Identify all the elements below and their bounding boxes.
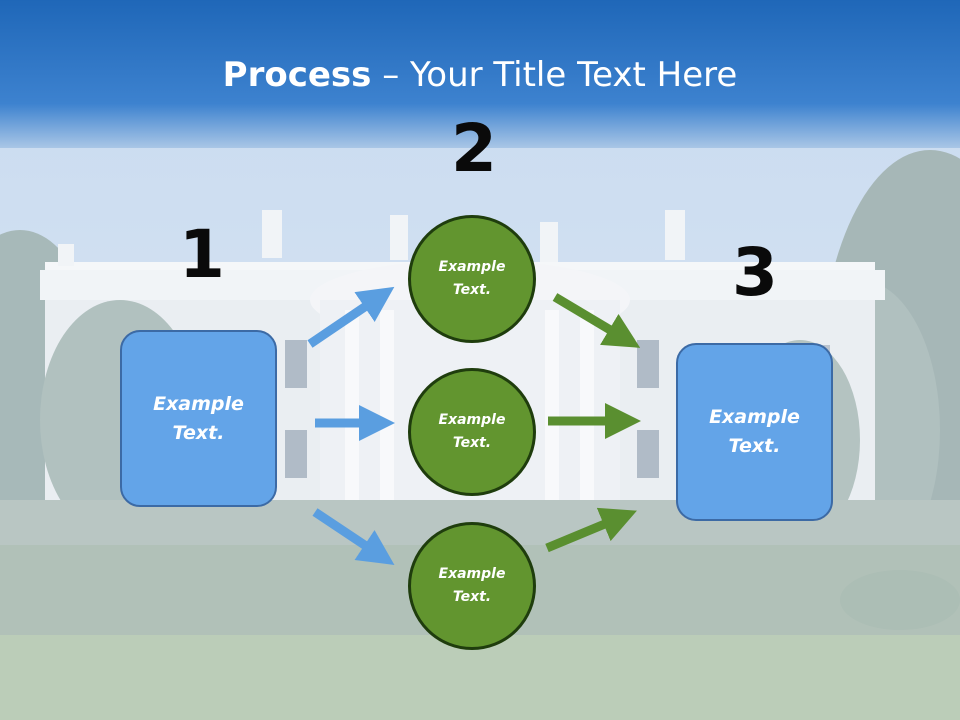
circle-top-text: Example Text. <box>438 259 506 298</box>
circle-bottom-text: Example Text. <box>438 566 506 605</box>
circle-middle-text: Example Text. <box>438 412 506 451</box>
title-bold: Process <box>222 55 372 95</box>
circle-middle: Example Text. <box>408 368 536 496</box>
title-rest: Your Title Text Here <box>410 55 738 95</box>
step-number-3: 3 <box>732 234 778 311</box>
arrow-box-to-circle-top <box>307 286 395 348</box>
arrow-circle-top-to-box <box>552 293 641 348</box>
slide-title: Process – Your Title Text Here <box>0 52 960 98</box>
circle-top: Example Text. <box>408 215 536 343</box>
right-box-text: Example Text. <box>709 406 800 457</box>
circle-bottom: Example Text. <box>408 522 536 650</box>
left-text-box: Example Text. <box>120 330 277 507</box>
left-box-text: Example Text. <box>153 392 244 444</box>
arrow-box-to-circle-bottom <box>312 508 395 565</box>
step-number-1: 1 <box>179 216 225 293</box>
title-dash: – <box>371 55 411 95</box>
step-number-2: 2 <box>451 110 497 187</box>
arrow-circle-bottom-to-box <box>545 507 637 553</box>
right-text-box: Example Text. <box>676 343 833 521</box>
